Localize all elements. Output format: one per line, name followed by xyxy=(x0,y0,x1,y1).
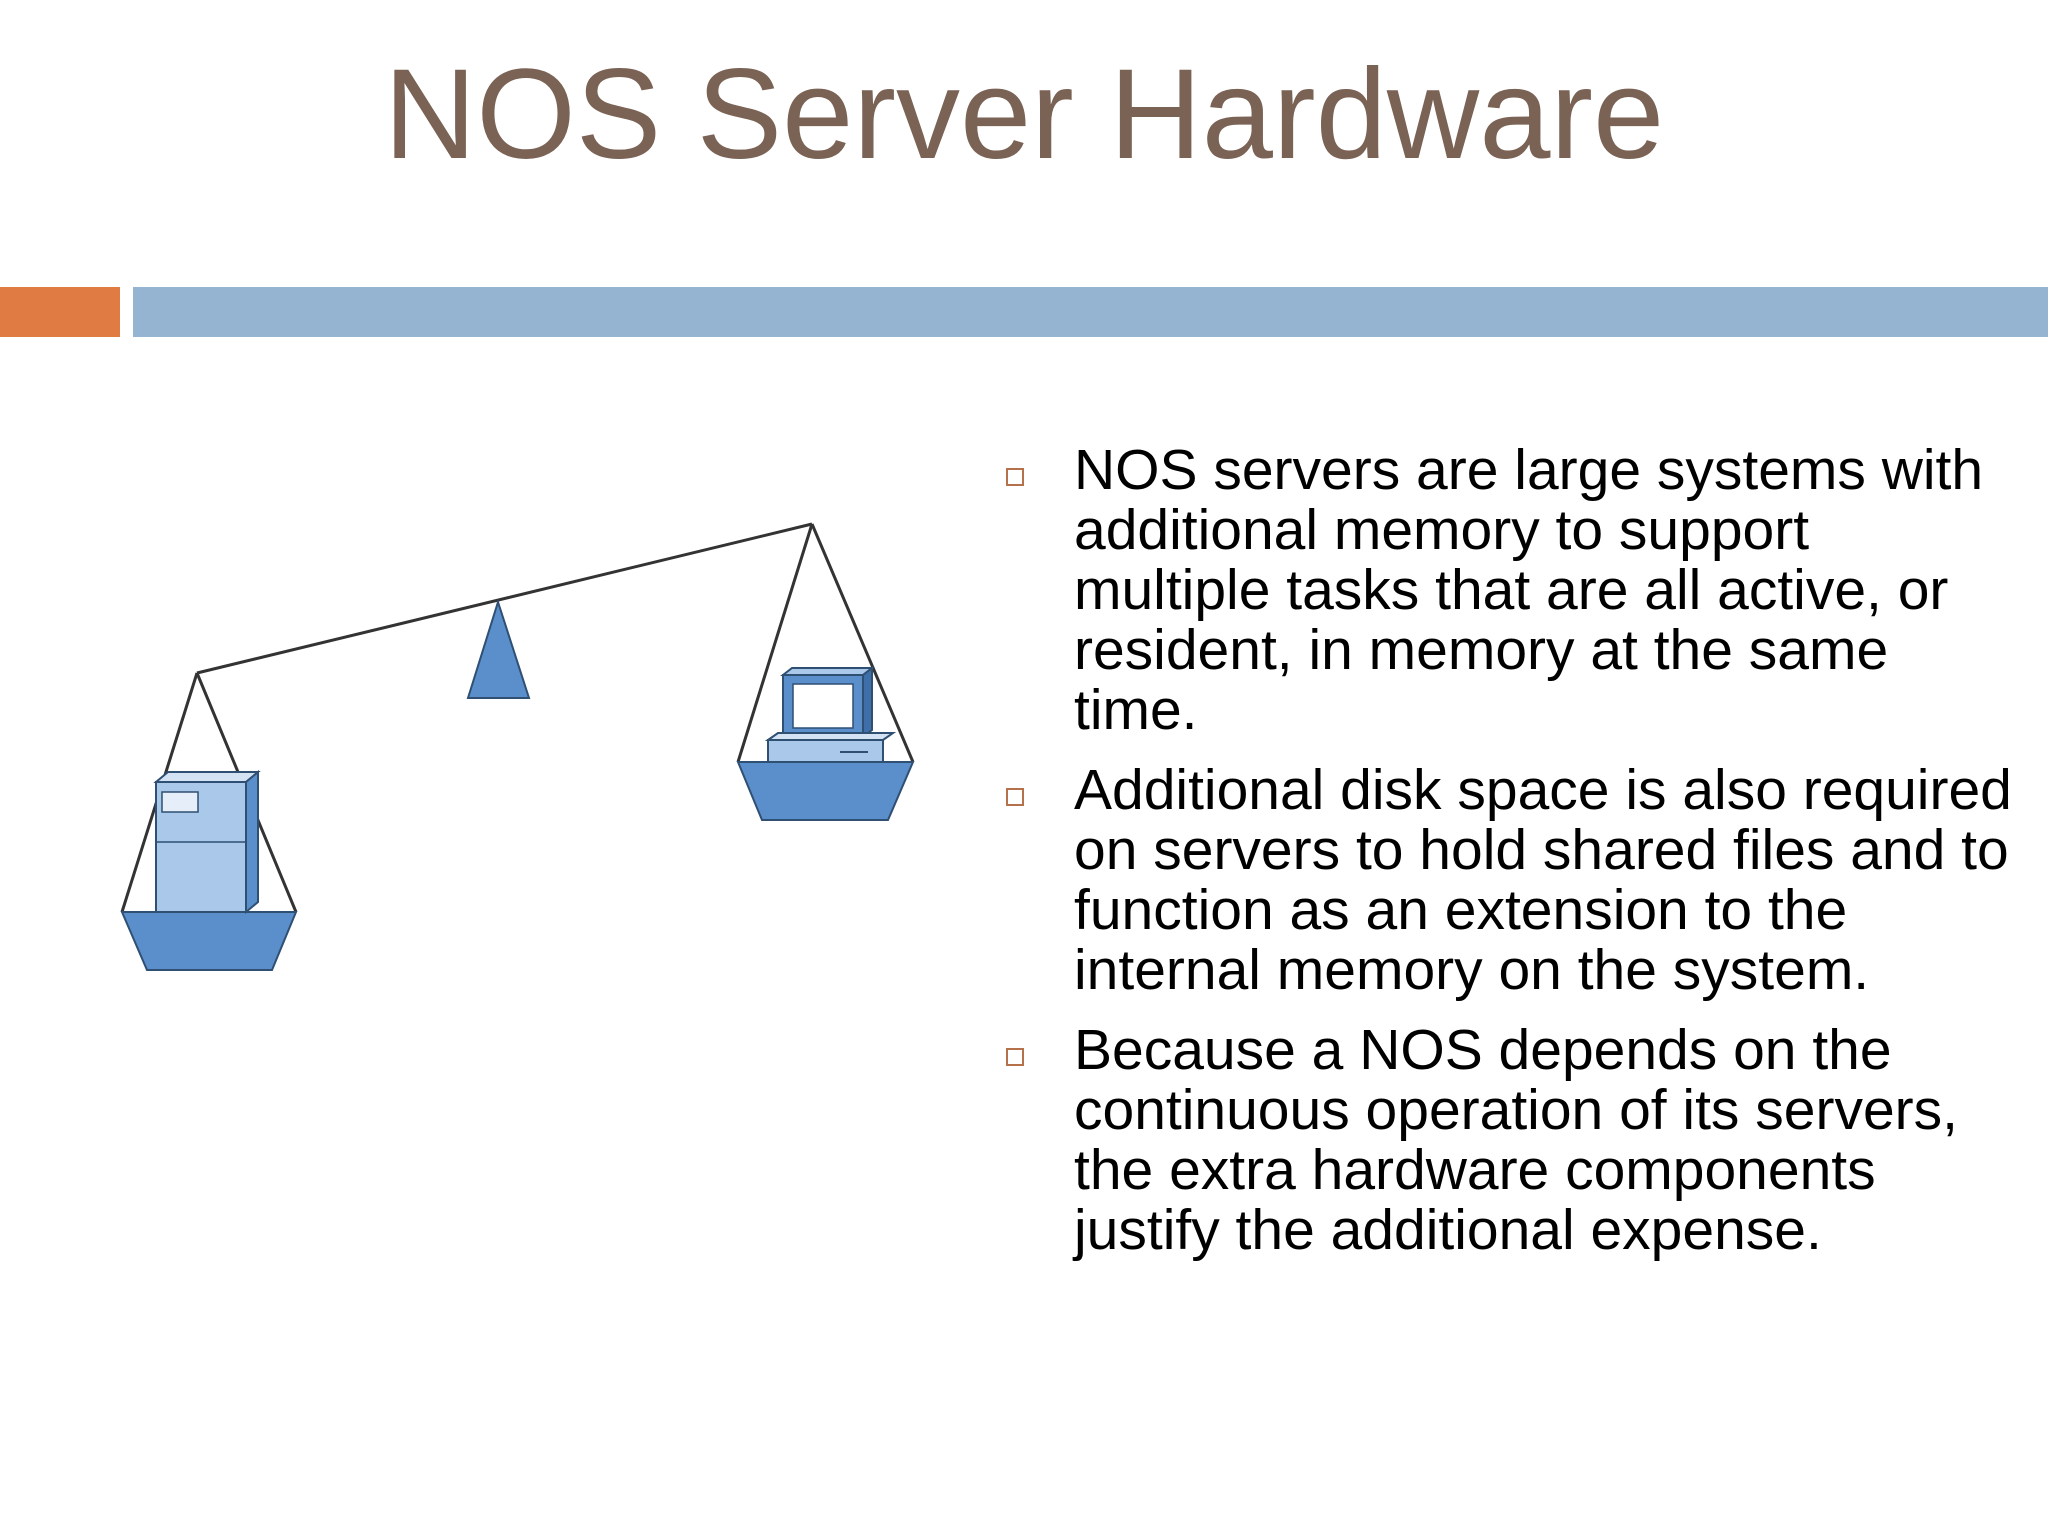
bullet-text: NOS servers are large systems with addit… xyxy=(1074,438,1984,742)
title-accent-bar-orange xyxy=(0,287,120,337)
bullet-item: Additional disk space is also required o… xyxy=(1000,760,2020,1000)
desktop-computer-icon xyxy=(764,665,897,763)
slide-title: NOS Server Hardware xyxy=(383,43,1665,186)
bullet-list: NOS servers are large systems with addit… xyxy=(1000,440,2020,1280)
bullet-text: Additional disk space is also required o… xyxy=(1074,758,2012,1002)
tower-server-icon xyxy=(153,769,261,915)
bullet-item: Because a NOS depends on the continuous … xyxy=(1000,1020,2020,1260)
square-bullet-icon xyxy=(1006,468,1024,486)
square-bullet-icon xyxy=(1006,1048,1024,1066)
balance-scale-illustration xyxy=(120,522,915,971)
bullet-item: NOS servers are large systems with addit… xyxy=(1000,440,2020,740)
square-bullet-icon xyxy=(1006,788,1024,806)
title-accent-bar-blue xyxy=(133,287,2048,337)
bullet-text: Because a NOS depends on the continuous … xyxy=(1074,1018,1958,1262)
scale-beam xyxy=(196,522,813,675)
scale-fulcrum-icon xyxy=(466,598,531,699)
right-pan xyxy=(736,523,915,821)
